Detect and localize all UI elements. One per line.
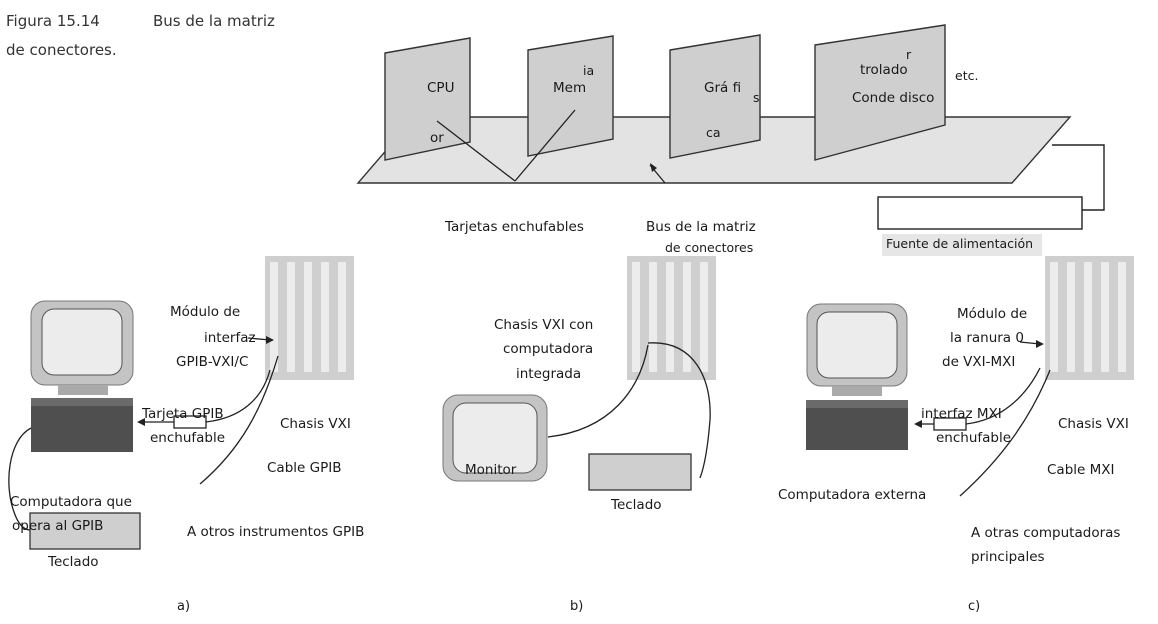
panel-letter-a: a) [177,599,191,614]
bus-label-line1: Bus de la matriz [646,219,756,235]
card-cpu [384,37,471,161]
card-label-graphics-ca: ca [706,125,721,140]
a-computer-line2: opera al GPIB [12,518,104,534]
a-modulo-line2: interfaz [204,330,256,346]
card-label-graphics: Grá fi [704,80,742,96]
card-label-mem: Mem [553,80,587,96]
power-label-bg [882,234,1042,256]
computer-base-a [31,398,133,452]
card-disk-controller [814,24,946,161]
b-chasis-line3: integrada [516,366,582,382]
power-label: Fuente de alimentación [886,236,1034,251]
monitor-cable-b [547,344,649,438]
c-modulo-line2: la ranura 0 [950,330,1024,346]
c-chasis-label: Chasis VXI [1058,416,1129,432]
panel-letter-c: c) [968,599,981,614]
a-computer-line1: Computadora que [10,494,132,510]
panel-letter-b: b) [570,599,584,614]
c-interfaz-line1: interfaz MXI [921,406,1002,422]
c-otras-line2: principales [971,549,1045,565]
mxi-cable-c [959,369,1051,497]
card-graphics [669,34,761,159]
c-modulo-line3: de VXI-MXI [942,354,1016,370]
b-monitor-label: Monitor [465,462,517,478]
bus-pointer-arrowhead [650,163,657,172]
pointer-line-mem [514,109,576,182]
c-otras-line1: A otras computadoras [971,525,1121,541]
card-label-etc: etc. [955,68,979,83]
a-cable-label: Cable GPIB [267,460,342,476]
keyboard-box-a [29,512,141,550]
card-label-graphics-s: s [753,90,760,105]
a-modulo-line1: Módulo de [170,304,241,320]
gpib-cable-a [199,355,279,485]
card-memory [527,35,614,157]
card-label-ctrl-r: r [906,47,912,62]
pointer-line-cpu [436,120,516,182]
b-chasis-line2: computadora [503,341,594,357]
a-modulo-line3: GPIB-VXI/C [176,354,249,370]
c-computer-label: Computadora externa [778,487,927,503]
card-label-ctrl-conde: Conde disco [852,90,935,106]
bus-label-line2: de conectores [665,240,754,255]
c-interfaz-line2: enchufable [936,430,1012,446]
computer-base-c [806,400,908,450]
card-label-cpu-fragment: or [430,130,444,146]
power-wire [1052,144,1105,211]
figure-title-line2: de conectores. [6,41,117,59]
card-label-ctrl-trolado: trolado [860,62,908,78]
a-tarjeta-line1: Tarjeta GPIB [142,406,224,422]
c-cable-label: Cable MXI [1047,462,1115,478]
a-chasis-label: Chasis VXI [280,416,351,432]
a-tarjeta-line2: enchufable [150,430,226,446]
figure-title-line1: Bus de la matriz [153,12,275,30]
a-teclado-label: Teclado [48,554,99,570]
c-modulo-line1: Módulo de [957,306,1028,322]
b-chasis-line1: Chasis VXI con [494,317,594,333]
power-supply-box [877,196,1083,230]
a-otros-label: A otros instrumentos GPIB [187,524,365,540]
keyboard-box-b [588,453,692,491]
card-label-cpu: CPU [427,80,455,96]
b-teclado-label: Teclado [611,497,662,513]
card-label-mem-fragment: ia [583,63,595,78]
keyboard-cable-a [8,427,32,531]
tarjetas-label: Tarjetas enchufables [445,219,584,235]
figure-number: Figura 15.14 [6,12,100,30]
keyboard-cable-b [647,342,711,479]
